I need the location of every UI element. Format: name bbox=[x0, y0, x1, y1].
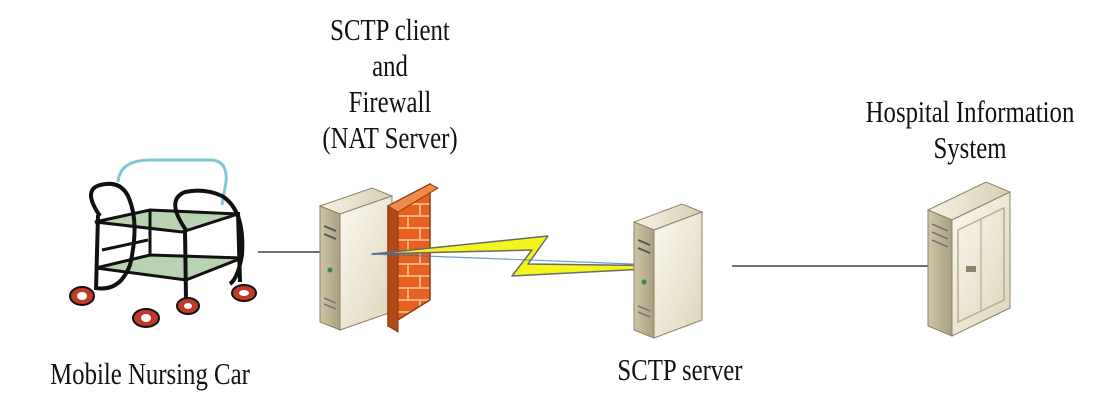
his-label-line2: System bbox=[933, 130, 1007, 165]
sctp-client-label: SCTP client and Firewall (NAT Server) bbox=[302, 12, 478, 156]
his-server-icon bbox=[926, 181, 1012, 337]
sctp-client-label-line2: and bbox=[372, 48, 408, 83]
his-label-line1: Hospital Information bbox=[865, 94, 1075, 129]
sctp-client-label-line1: SCTP client bbox=[330, 12, 450, 47]
nursing-car-label: Mobile Nursing Car bbox=[50, 356, 250, 391]
sctp-server-icon bbox=[632, 203, 704, 339]
client-server-icon bbox=[318, 187, 394, 331]
sctp-client-label-line3: Firewall bbox=[348, 84, 432, 119]
his-label: Hospital Information System bbox=[842, 94, 1098, 166]
sctp-server-label: SCTP server bbox=[617, 352, 743, 387]
nursing-cart-icon bbox=[69, 158, 257, 328]
firewall-icon bbox=[386, 182, 440, 333]
sctp-client-label-line4: (NAT Server) bbox=[322, 120, 458, 155]
